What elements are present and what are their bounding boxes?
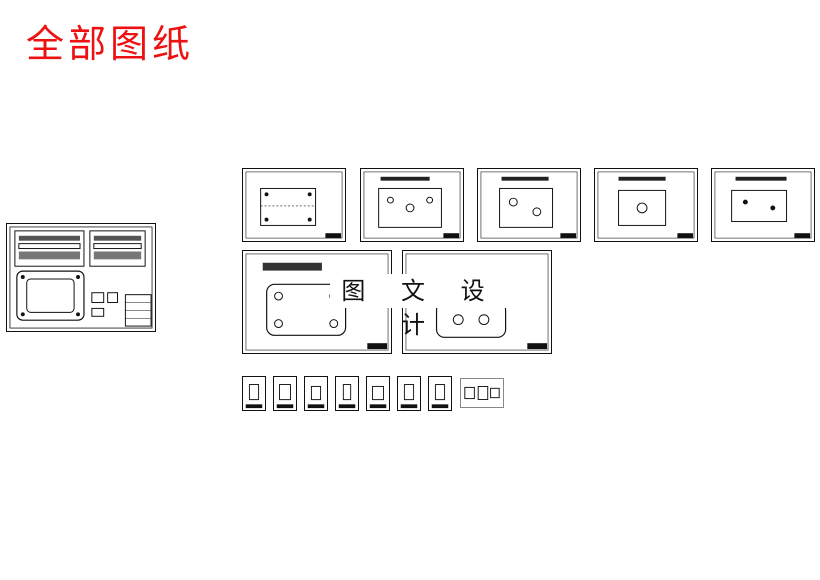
detail-sheet-2[interactable] xyxy=(273,376,297,411)
detail-drawing-2 xyxy=(276,384,294,409)
assembly-drawing xyxy=(9,226,153,329)
detail-drawing-6 xyxy=(400,384,418,409)
part-drawing-3 xyxy=(480,171,578,239)
part-drawing-5 xyxy=(714,171,812,239)
part-drawing-sheet-2[interactable] xyxy=(360,168,464,242)
detail-drawing-5 xyxy=(369,385,387,409)
detail-sheet-5[interactable] xyxy=(366,376,390,411)
detail-drawing-4 xyxy=(338,384,356,409)
part-drawing-sheet-1[interactable] xyxy=(242,168,346,242)
assembly-drawing-sheet[interactable] xyxy=(6,223,156,332)
part-drawing-4 xyxy=(597,171,695,239)
part-drawing-sheet-5[interactable] xyxy=(711,168,815,242)
detail-sheet-3[interactable] xyxy=(304,376,328,411)
detail-sheet-7[interactable] xyxy=(428,376,452,411)
part-drawing-sheet-4[interactable] xyxy=(594,168,698,242)
part-drawing-2 xyxy=(363,171,461,239)
detail-drawing-3 xyxy=(307,385,325,409)
detail-sheet-6[interactable] xyxy=(397,376,421,411)
detail-sheet-8[interactable] xyxy=(460,378,504,408)
detail-drawing-7 xyxy=(431,384,449,409)
detail-sheet-1[interactable] xyxy=(242,376,266,411)
detail-drawing-8 xyxy=(464,386,500,400)
part-drawing-1 xyxy=(245,171,343,239)
watermark: 图 文 设 计 xyxy=(330,274,510,339)
detail-sheet-4[interactable] xyxy=(335,376,359,411)
part-drawing-sheet-3[interactable] xyxy=(477,168,581,242)
detail-drawing-1 xyxy=(245,384,263,409)
page-title: 全部图纸 xyxy=(26,22,195,66)
